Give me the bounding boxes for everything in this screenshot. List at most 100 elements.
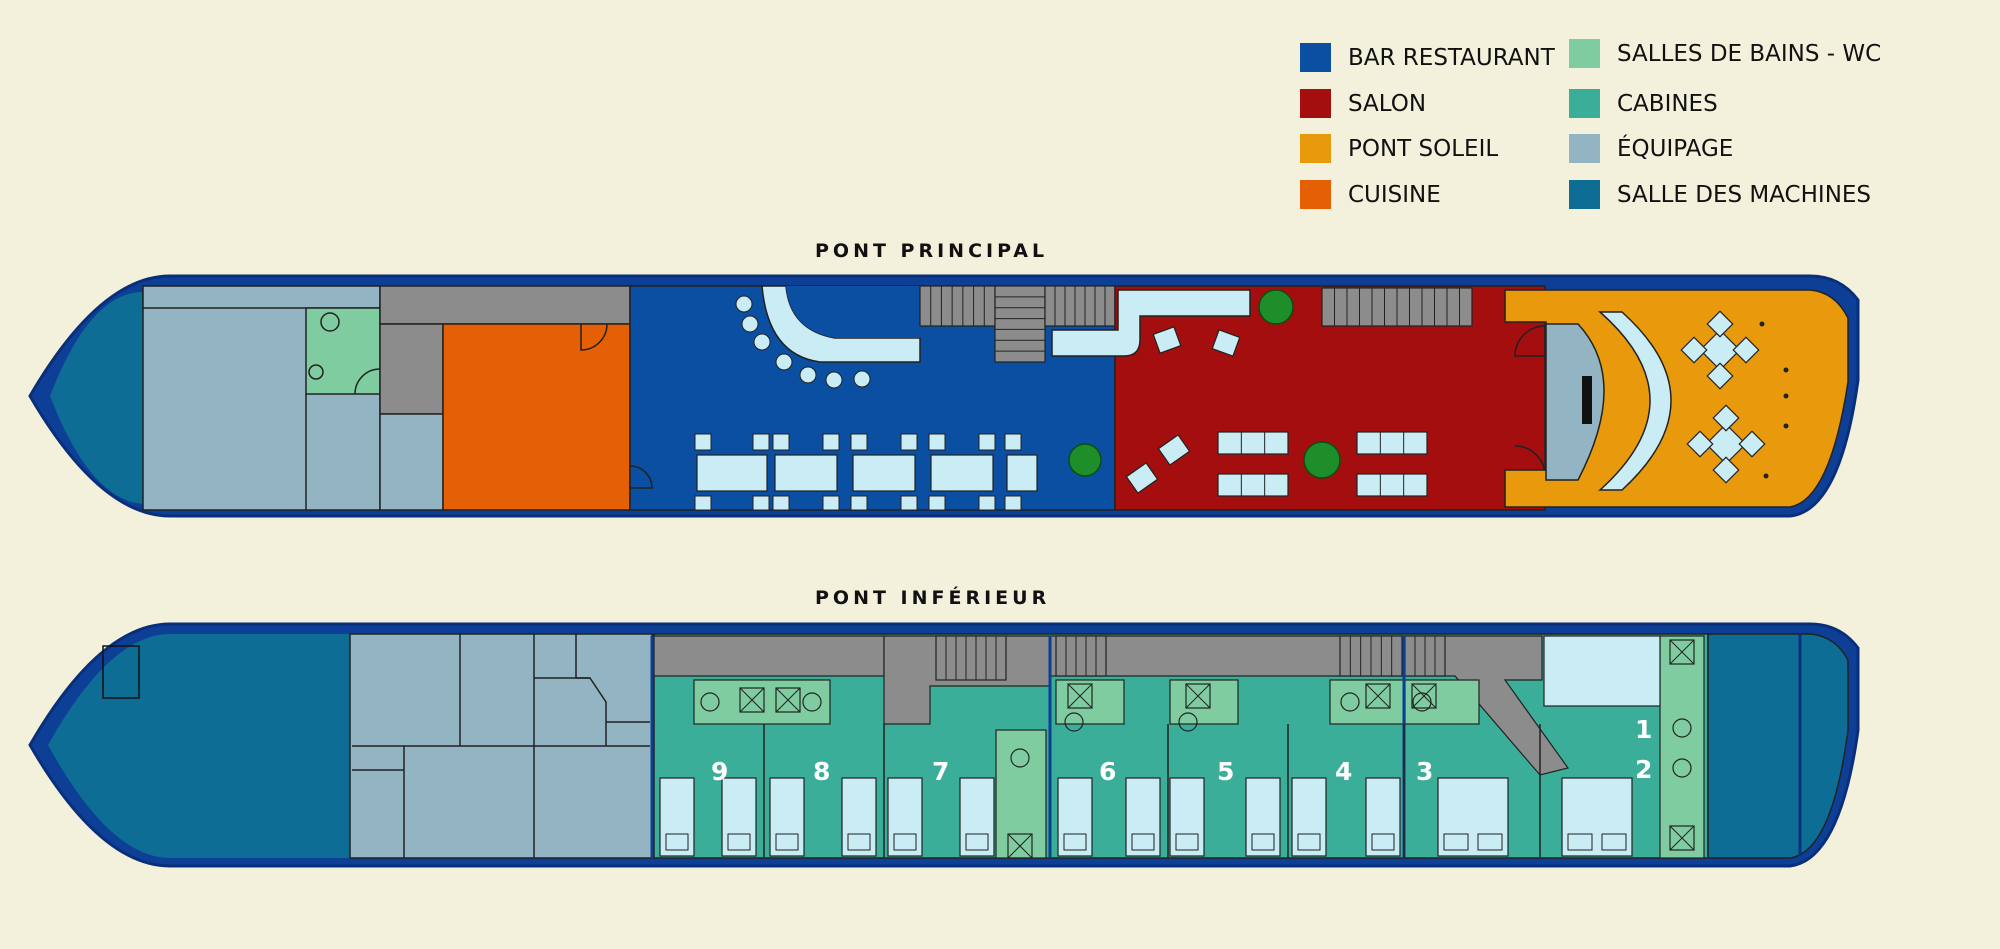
pillow <box>1175 833 1199 851</box>
stair-block <box>935 635 1007 681</box>
restaurant-chair <box>694 433 712 451</box>
pillow <box>1251 833 1275 851</box>
sun-chair <box>1712 456 1740 484</box>
lower-deck-corridor <box>653 635 1570 776</box>
lower-shower <box>739 687 765 713</box>
legend-swatch-salon <box>1300 89 1331 118</box>
stair-block <box>919 285 996 327</box>
sun-table <box>1705 423 1747 465</box>
plant-icon <box>1258 289 1294 325</box>
pillow <box>1601 833 1627 851</box>
lower-bathroom <box>995 729 1047 859</box>
main-deck-stairs <box>919 285 1116 363</box>
bar-stool <box>735 295 753 313</box>
salon-bar-counter <box>1051 289 1251 357</box>
lower-deck-stern-machines <box>48 634 350 858</box>
lower-deck-bathrooms <box>693 635 1705 859</box>
lower-bathroom-fixture <box>1672 718 1692 738</box>
lower-shower <box>1007 833 1033 859</box>
main-deck-title: PONT PRINCIPAL <box>815 240 1048 262</box>
bar-stool <box>753 333 771 351</box>
lower-bathroom <box>693 679 831 725</box>
legend-label-salles-de-bains: SALLES DE BAINS - WC <box>1617 41 1881 67</box>
pillow <box>727 833 751 851</box>
main-deck-crew-wc <box>305 307 381 395</box>
crew-cabin-bed <box>1543 635 1661 707</box>
stair-block <box>1044 285 1116 327</box>
restaurant-chair <box>928 495 946 511</box>
sun-chair <box>1738 430 1766 458</box>
restaurant-chair <box>978 495 996 511</box>
cabin-number-7: 7 <box>932 757 949 786</box>
lower-shower-x <box>739 687 765 713</box>
legend-label-cuisine: CUISINE <box>1348 182 1441 208</box>
pillow <box>1371 833 1395 851</box>
lower-bathroom-fixture <box>1178 712 1198 732</box>
lower-shower <box>775 687 801 713</box>
plant-icon <box>1303 441 1341 479</box>
restaurant-chair <box>772 433 790 451</box>
salon-sofa <box>1356 431 1428 455</box>
lower-shower-x <box>775 687 801 713</box>
lower-shower-x <box>1007 833 1033 859</box>
legend-label-salon: SALON <box>1348 91 1426 117</box>
lower-bathroom-fixture <box>1010 748 1030 768</box>
cabin-number-1: 1 <box>1635 715 1652 744</box>
lower-deck: 9 8 7 6 5 4 3 1 2 <box>28 622 1860 868</box>
legend-label-equipage: ÉQUIPAGE <box>1617 134 1733 162</box>
cabin-number-3: 3 <box>1416 757 1433 786</box>
salon-sofa <box>1356 473 1428 497</box>
restaurant-chair <box>752 433 770 451</box>
pillow <box>1477 833 1503 851</box>
pillow <box>1567 833 1593 851</box>
lower-shower-x <box>1185 683 1211 709</box>
cabin-number-9: 9 <box>711 757 728 786</box>
main-deck <box>28 274 1860 518</box>
lower-corridor-segment <box>653 635 885 677</box>
bollard <box>1759 321 1765 327</box>
stair-block <box>994 285 1046 363</box>
restaurant-chair <box>1004 495 1022 511</box>
lower-bathroom-fixture <box>1064 712 1084 732</box>
lower-deck-cabin-walls <box>650 636 1541 858</box>
bollard <box>1783 423 1789 429</box>
restaurant-chair <box>694 495 712 511</box>
sun-deck-tables <box>1680 310 1766 484</box>
pillow <box>1131 833 1155 851</box>
cabin-number-8: 8 <box>813 757 830 786</box>
cabin-number-2: 2 <box>1635 755 1652 784</box>
main-deck-wc-toilet <box>320 312 340 332</box>
salon-sofa <box>1217 473 1289 497</box>
restaurant-chair <box>752 495 770 511</box>
lower-shower-x <box>1669 639 1695 665</box>
restaurant-chair <box>900 495 918 511</box>
armchair <box>1211 329 1241 357</box>
bar-stool <box>799 366 817 384</box>
pillow <box>1443 833 1469 851</box>
lower-bathroom-fixture <box>1672 758 1692 778</box>
restaurant-chair <box>1004 433 1022 451</box>
legend-swatch-cabines <box>1569 89 1600 118</box>
plant-icon <box>1068 443 1102 477</box>
sun-chair <box>1706 362 1734 390</box>
lower-shower <box>1365 683 1391 709</box>
restaurant-table <box>774 454 838 492</box>
salon-door <box>1514 325 1546 357</box>
pillow <box>1297 833 1321 851</box>
sun-chair <box>1712 404 1740 432</box>
sun-chair <box>1706 310 1734 338</box>
main-deck-kitchen-door <box>580 323 608 351</box>
lower-shower <box>1411 683 1437 709</box>
salon-sofa <box>1217 431 1289 455</box>
cabin-number-6: 6 <box>1099 757 1116 786</box>
pillow <box>847 833 871 851</box>
lower-shower-x <box>1411 683 1437 709</box>
restaurant-chair <box>850 433 868 451</box>
legend-label-cabines: CABINES <box>1617 91 1718 117</box>
sun-chair <box>1732 336 1760 364</box>
main-deck-wc-sink <box>308 364 324 380</box>
restaurant-table <box>1006 454 1038 492</box>
lower-bathroom-fixture <box>700 692 720 712</box>
